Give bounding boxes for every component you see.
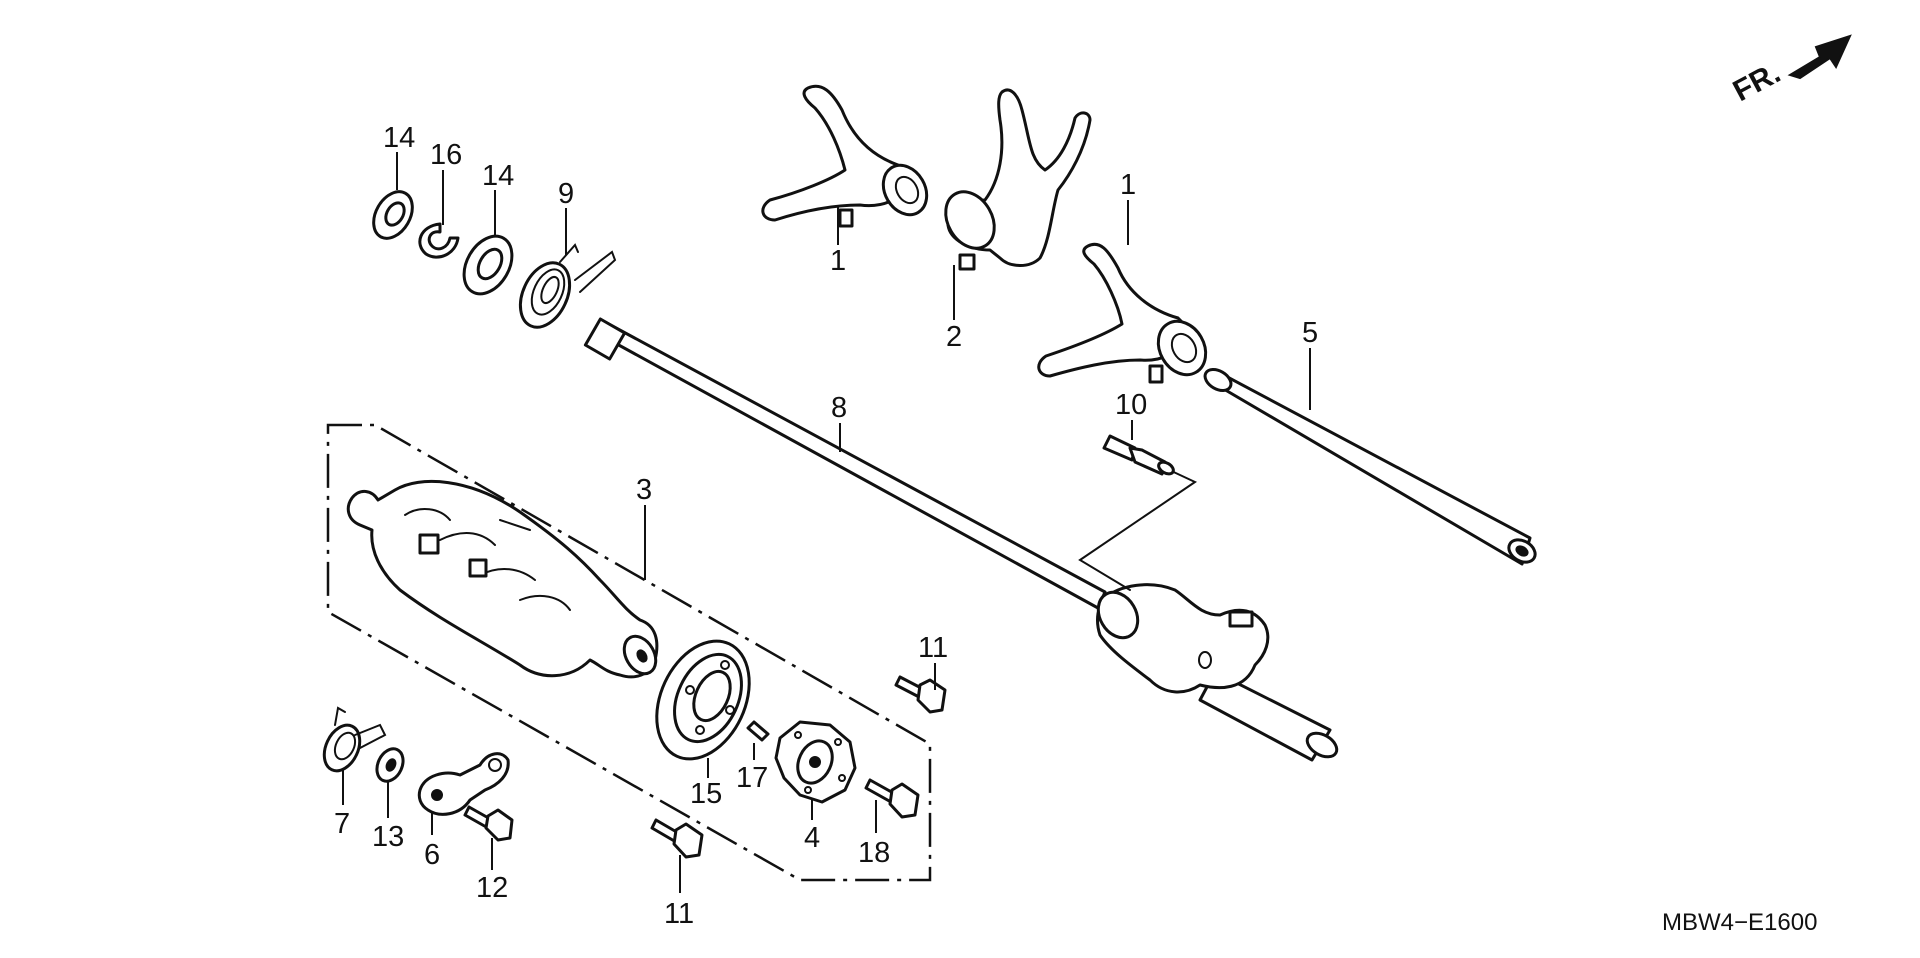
callout-1-left-fork: 1 (830, 245, 846, 277)
bolt-18 (864, 778, 920, 819)
washer-14-right (462, 234, 514, 296)
return-spring-7 (322, 706, 387, 773)
callout-9: 9 (558, 178, 574, 210)
callout-18: 18 (858, 837, 890, 869)
bolt-12 (463, 805, 514, 842)
stopper-arm-6 (417, 752, 510, 816)
shift-fork-1b (1037, 242, 1208, 384)
shift-fork-1a (761, 84, 929, 228)
callout-1-right-fork: 1 (1120, 169, 1136, 201)
diagram-code: MBW4−E1600 (1662, 909, 1817, 936)
callout-12: 12 (476, 872, 508, 904)
front-direction-label: FR. (1728, 56, 1786, 108)
callout-14-right: 14 (482, 160, 514, 192)
pin-10-leader (1078, 467, 1198, 591)
callout-3: 3 (636, 474, 652, 506)
gearshift-spindle-8 (583, 317, 1339, 762)
callout-11-top: 11 (918, 632, 948, 664)
bolt-11-bottom (650, 818, 704, 859)
drum-assembly-boundary (326, 423, 932, 882)
circlip-16 (418, 222, 460, 259)
callout-8: 8 (831, 392, 847, 424)
fork-shaft-5 (1203, 368, 1537, 566)
front-arrow-icon (1787, 34, 1852, 80)
bearing-15 (655, 639, 751, 761)
callout-7: 7 (334, 808, 350, 840)
bolt-11-top (894, 675, 947, 714)
callout-13: 13 (372, 821, 404, 853)
callout-14-left: 14 (383, 122, 415, 154)
callout-2: 2 (946, 321, 962, 353)
callout-5: 5 (1302, 317, 1318, 349)
pin-10 (1102, 434, 1175, 476)
callout-15: 15 (690, 778, 722, 810)
spring-9 (518, 243, 617, 329)
leader-lines (342, 152, 1311, 893)
washer-14-left (372, 190, 414, 240)
drum-center-4 (774, 720, 857, 804)
dowel-pin-17 (746, 720, 770, 742)
callout-4: 4 (804, 822, 820, 854)
callout-6: 6 (424, 839, 440, 871)
callout-11-bottom: 11 (664, 898, 694, 930)
callout-10: 10 (1115, 389, 1147, 421)
callout-17: 17 (736, 762, 768, 794)
washer-13 (375, 747, 405, 783)
shift-fork-2 (944, 88, 1092, 271)
callout-numbers: 14 16 14 9 1 2 1 5 8 10 3 11 15 17 4 18 … (334, 122, 1318, 930)
front-direction-indicator: FR. (1728, 34, 1852, 108)
shift-drum-3 (346, 479, 659, 679)
callout-16: 16 (430, 139, 462, 171)
